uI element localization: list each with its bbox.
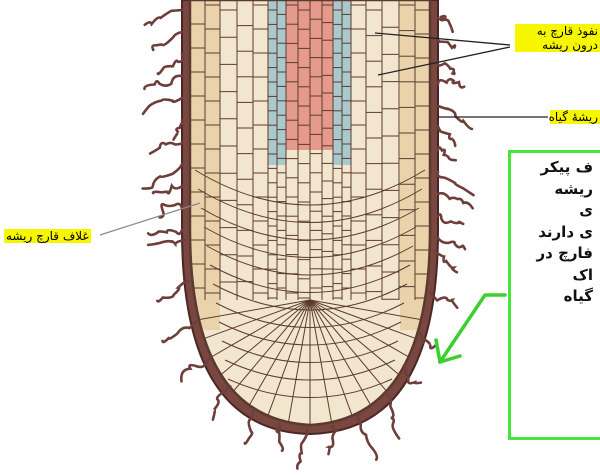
hypha — [438, 238, 465, 249]
note-line: ی دارند — [508, 222, 593, 244]
hypha — [438, 62, 455, 74]
note-text: ف پیکر ریشه ی ی دارند فارچ در اک گیاه — [508, 157, 593, 308]
hypha — [153, 186, 182, 194]
label-fungal-penetration-line-2: درون ریشه — [517, 38, 598, 52]
hypha — [438, 79, 464, 87]
note-line: ی — [508, 200, 593, 222]
hypha — [438, 127, 455, 146]
hypha — [438, 16, 453, 32]
hypha — [157, 281, 188, 301]
hypha — [163, 321, 197, 342]
hypha — [158, 54, 183, 74]
hypha — [358, 414, 377, 459]
arrow-icon — [436, 295, 505, 362]
note-line: اک — [508, 265, 593, 287]
note-line: ف پیکر — [508, 157, 593, 179]
hypha — [143, 98, 182, 114]
hypha — [148, 240, 185, 245]
hypha — [143, 164, 182, 189]
note-line: ریشه — [508, 179, 593, 201]
hypha — [148, 230, 182, 235]
hypha — [150, 142, 182, 154]
note-line: فارچ در — [508, 243, 593, 265]
label-fungal-penetration-line-1: نفوذ قارچ به — [517, 24, 598, 38]
label-fungal-mantle: غلاف قارچ ریشه — [4, 229, 91, 243]
hypha — [438, 40, 455, 48]
label-fungal-penetration: نفوذ قارچ به درون ریشه — [515, 24, 600, 52]
hypha — [144, 76, 182, 89]
hypha — [438, 172, 474, 195]
hypha — [438, 193, 473, 208]
hypha — [152, 32, 182, 50]
note-line: گیاه — [508, 286, 593, 308]
hypha — [297, 430, 307, 469]
label-plant-root: ریشهٔ گیاه — [550, 110, 600, 124]
hypha — [438, 147, 456, 160]
hypha — [145, 10, 182, 25]
note-box: ف پیکر ریشه ی ی دارند فارچ در اک گیاه — [508, 150, 600, 440]
hypha — [438, 214, 463, 223]
